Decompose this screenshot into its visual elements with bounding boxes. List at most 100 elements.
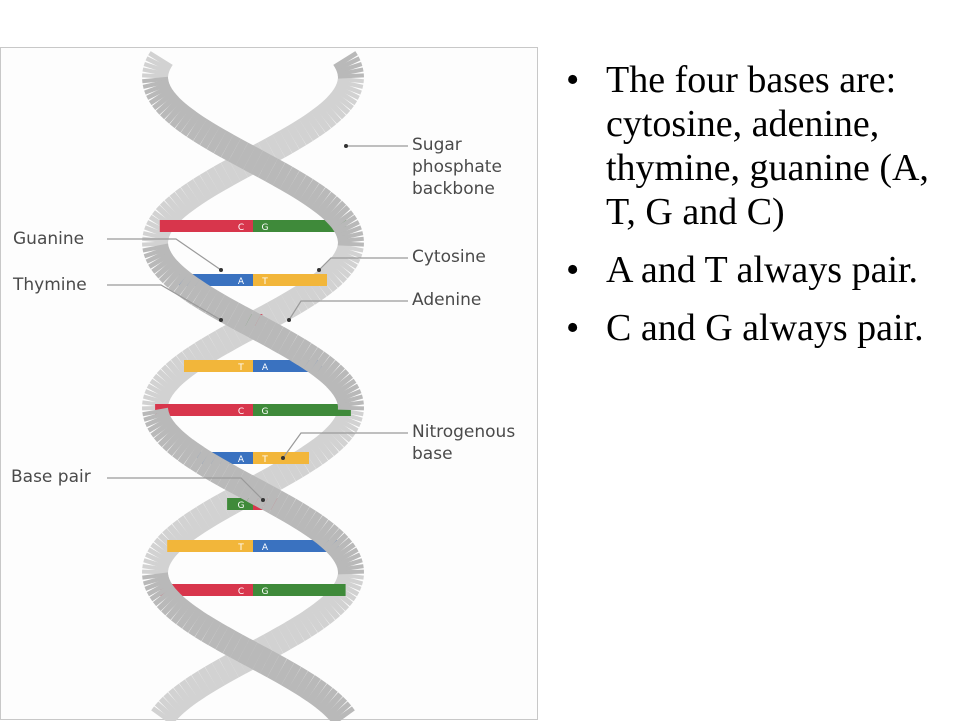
backbone-segment-a [220,174,227,178]
backbone-segment-a [212,302,219,306]
backbone-segment-b [195,354,201,358]
backbone-segment-a [306,126,312,130]
bullet-marker: • [566,248,579,292]
backbone-segment-b [162,98,165,102]
backbone-segment-a [349,398,350,402]
backbone-segment-a [351,402,352,406]
backbone-segment-a [350,70,351,74]
backbone-segment-a [341,98,344,102]
backbone-segment-a [344,58,347,62]
backbone-segment-b [336,598,340,602]
backbone-segment-b [350,234,351,238]
backbone-segment-a [301,682,307,686]
backbone-segment-a [156,230,158,234]
backbone-segment-b [167,434,171,438]
backbone-segment-a [197,518,203,522]
backbone-segment-a [168,270,172,274]
backbone-segment-a [284,342,291,346]
backbone-segment-a [338,710,342,714]
backbone-segment-b [161,426,164,430]
backbone-segment-a [184,614,190,618]
backbone-segment-a [327,370,332,374]
backbone-segment-a [157,254,159,258]
backbone-segment-b [168,706,172,710]
backbone-segment-b [322,610,327,614]
backbone-segment-b [328,206,333,210]
leader-dot [261,498,265,502]
label-sugar-phosphate-backbone: Sugar phosphate backbone [412,134,502,200]
backbone-segment-b [301,294,307,298]
backbone-segment-b [229,334,236,338]
backbone-segment-a [199,294,205,298]
backbone-segment-b [268,498,275,502]
backbone-segment-b [155,82,156,86]
bullet-item-four-bases: • The four bases are: cytosine, adenine,… [566,58,946,234]
backbone-segment-b [339,546,342,550]
backbone-segment-a [155,574,156,578]
backbone-segment-b [156,414,157,418]
backbone-segment-a [164,546,167,550]
backbone-segment-a [311,358,317,362]
backbone-segment-b [314,286,320,290]
base-letter: G [262,407,269,417]
base-letter: C [238,223,244,233]
backbone-segment-a [270,334,277,338]
backbone-segment-b [349,562,350,566]
leader-dot [219,318,223,322]
backbone-segment-a [326,442,331,446]
backbone-segment-a [229,642,236,646]
backbone-segment-b [170,374,174,378]
backbone-segment-a [330,702,334,706]
backbone-segment-b [349,578,350,582]
backbone-segment-b [222,338,229,342]
backbone-segment-a [173,206,178,210]
backbone-segment-b [327,606,332,610]
backbone-segment-a [314,690,320,694]
label-thymine: Thymine [13,274,87,296]
backbone-segment-a [227,170,234,174]
backbone-segment-a [332,374,336,378]
backbone-segment-b [326,534,331,538]
bullet-item-c-g-pair: • C and G always pair. [566,306,946,350]
backbone-segment-b [261,494,268,498]
base-letter: A [238,455,245,465]
backbone-segment-b [181,694,186,698]
backbone-segment-a [341,714,344,718]
backbone-segment-a [318,118,323,122]
backbone-segment-b [242,154,249,158]
backbone-segment-b [346,226,348,230]
backbone-segment-a [188,194,194,198]
backbone-segment-b [275,502,282,506]
backbone-segment-a [240,318,248,322]
label-adenine: Adenine [412,289,481,311]
backbone-segment-b [329,274,334,278]
backbone-segment-a [336,378,340,382]
backbone-segment-a [342,426,345,430]
backbone-segment-b [172,702,176,706]
base-letter: T [261,455,268,465]
backbone-segment-b [165,710,169,714]
backbone-segment-b [225,666,232,670]
backbone-segment-a [248,322,255,326]
backbone-segment-b [281,306,288,310]
backbone-segment-a [300,130,306,134]
backbone-segment-b [188,122,194,126]
backbone-segment-a [233,314,240,318]
backbone-segment-b [179,366,184,370]
backbone-segment-a [159,258,161,262]
backbone-segment-b [316,614,322,618]
backbone-segment-a [308,686,314,690]
backbone-segment-b [157,394,159,398]
backbone-segment-b [272,170,279,174]
backbone-segment-b [282,506,289,510]
backbone-segment-b [203,462,210,466]
backbone-segment-b [337,214,341,218]
backbone-segment-a [275,474,282,478]
backbone-segment-b [220,142,227,146]
leader-dot [317,268,321,272]
backbone-segment-b [218,670,225,674]
backbone-segment-a [195,622,201,626]
backbone-segment-b [198,682,204,686]
backbone-segment-b [163,382,166,386]
backbone-segment-b [312,194,318,198]
